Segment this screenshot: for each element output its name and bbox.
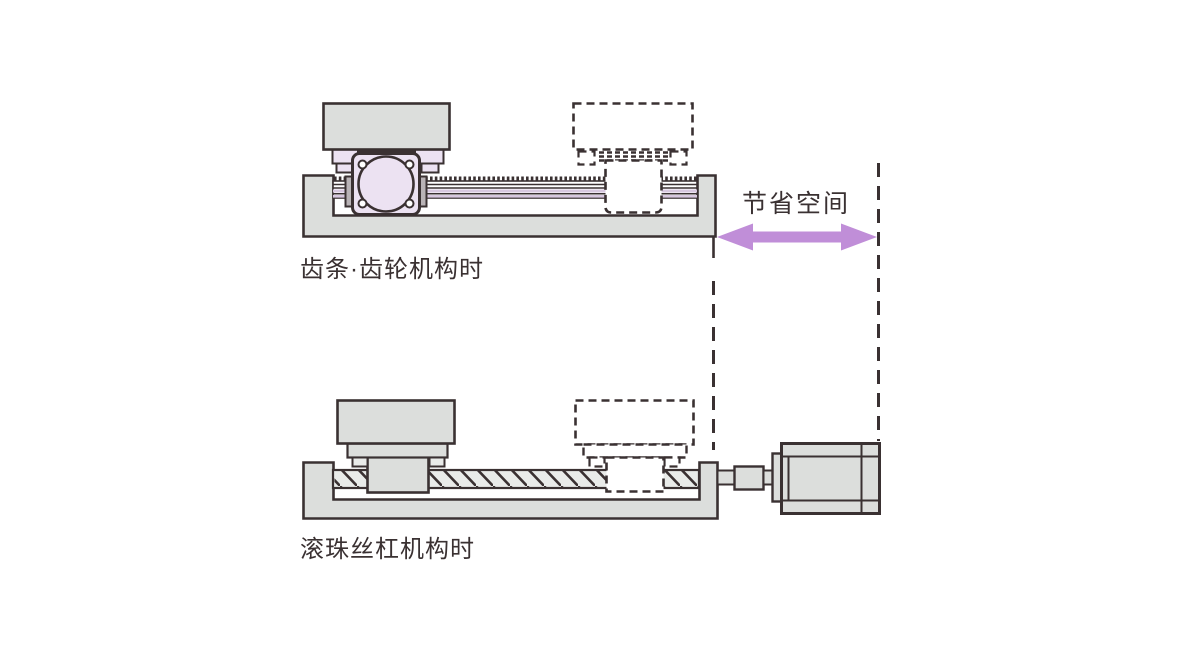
drive-train (716, 442, 881, 515)
slider-rack (322, 102, 451, 216)
slider-table (322, 102, 451, 151)
caption-ball-screw: 滚珠丝杠机构时 (300, 536, 475, 563)
slider-mount-plate (346, 442, 449, 459)
rack-pinion-figure (302, 102, 717, 238)
screw-end-shaft (716, 469, 736, 486)
slider-screw (336, 399, 456, 494)
space-saving-arrow (717, 223, 877, 251)
dashed-slider-table (574, 399, 695, 446)
caption-rack-pinion: 齿条·齿轮机构时 (300, 256, 484, 283)
dashed-ball-nut (605, 456, 665, 493)
pinion-gear (357, 155, 415, 213)
dashed-slider-screw (574, 399, 695, 493)
slider-table (336, 399, 456, 445)
ball-screw-figure (302, 399, 881, 520)
dashed-pinion-body (604, 159, 663, 214)
coupling (733, 465, 765, 491)
ball-nut (366, 454, 430, 494)
label-space-saving: 节省空间 (742, 190, 851, 218)
dimension-annotation (712, 163, 880, 450)
motor-body (780, 442, 881, 515)
dashed-slider-rack (572, 102, 694, 214)
dashed-slider-table (572, 102, 694, 151)
